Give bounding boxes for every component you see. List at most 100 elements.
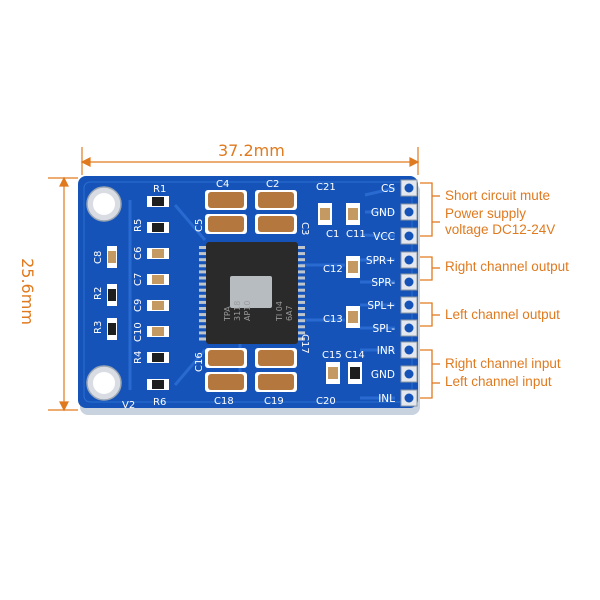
chip-pin — [199, 252, 207, 256]
pin-spl-minus-label: SPL- — [373, 323, 396, 335]
chip-pin — [297, 264, 305, 268]
silk-c12: C12 — [323, 264, 343, 275]
silk-c9: C9 — [133, 299, 144, 312]
pin-header — [400, 179, 418, 407]
chip-pin — [297, 337, 305, 341]
height-dimension-line — [48, 176, 78, 412]
right-channel-input-annotation: Right channel input — [445, 356, 561, 371]
chip-pin — [199, 270, 207, 274]
chip-pin — [297, 294, 305, 298]
left-channel-input-annotation: Left channel input — [445, 374, 552, 389]
silk-c2: C2 — [266, 179, 279, 190]
pin-gnd-2-hole — [404, 369, 414, 379]
annotation-brackets — [420, 182, 440, 399]
chip-pin — [199, 276, 207, 280]
pin-inl-label: INL — [378, 393, 395, 405]
chip-pin — [199, 313, 207, 317]
silk-c14: C14 — [345, 350, 365, 361]
pin-spr-minus-label: SPR- — [371, 277, 395, 289]
short-circuit-mute-annotation: Short circuit mute — [445, 188, 551, 203]
width-dimension-label: 37.2mm — [218, 141, 285, 160]
silk-c7: C7 — [133, 273, 144, 286]
chip-pin — [297, 288, 305, 292]
pin-gnd-hole — [404, 207, 414, 217]
silk-c16: C16 — [194, 352, 205, 372]
pin-cs-label: CS — [381, 183, 395, 195]
chip-marking-5: 6A7 — [285, 305, 294, 321]
chip-marking-4: TI 04 — [275, 301, 284, 322]
silk-c8: C8 — [93, 251, 104, 264]
pin-spl-minus-hole — [404, 323, 414, 333]
chip-pin — [199, 246, 207, 249]
power-supply-annotation: Power supply — [445, 206, 527, 221]
chip-pin — [199, 325, 207, 329]
mounting-hole-bottom-left — [86, 365, 122, 401]
amplifier-chip: TPA 3118 AP10 TI 04 6A7 — [199, 242, 305, 344]
chip-pin — [199, 307, 207, 310]
silk-c5: C5 — [194, 219, 205, 232]
chip-pin — [297, 300, 305, 304]
chip-pin — [297, 282, 305, 286]
silk-r6: R6 — [153, 397, 166, 408]
chip-pin — [199, 282, 207, 286]
silk-c1: C1 — [326, 229, 339, 240]
silk-c17: C17 — [299, 334, 310, 354]
silk-r1: R1 — [153, 184, 166, 195]
pin-gnd-2-label: GND — [371, 369, 395, 381]
silk-r5: R5 — [133, 219, 144, 232]
chip-pin — [297, 276, 305, 280]
pin-vcc-label: VCC — [373, 231, 395, 243]
chip-pin — [297, 325, 305, 329]
chip-pin — [297, 307, 305, 310]
silk-c11: C11 — [346, 229, 366, 240]
chip-pin — [199, 288, 207, 292]
chip-pin — [297, 270, 305, 274]
smd-components-left — [107, 196, 169, 390]
chip-pin — [199, 319, 207, 323]
chip-pin — [199, 337, 207, 341]
silk-r3: R3 — [93, 321, 104, 334]
silk-r2: R2 — [93, 287, 104, 300]
pin-spr-plus-label: SPR+ — [366, 255, 395, 267]
silk-c20: C20 — [316, 396, 336, 407]
power-supply-voltage-annotation: voltage DC12-24V — [445, 222, 556, 237]
silk-r4: R4 — [133, 351, 144, 364]
pin-vcc-hole — [404, 231, 414, 241]
chip-marking-3: AP10 — [243, 301, 252, 321]
pin-spl-plus-label: SPL+ — [367, 300, 395, 312]
pin-inl-hole — [404, 393, 414, 403]
silk-c13: C13 — [323, 314, 343, 325]
mounting-hole-top-left — [86, 186, 122, 222]
silk-v2: V2 — [122, 400, 135, 411]
chip-pin — [199, 300, 207, 304]
silk-c3: C3 — [299, 222, 310, 235]
pin-gnd-label: GND — [371, 207, 395, 219]
pin-spl-plus-hole — [404, 300, 414, 310]
pin-inr-label: INR — [377, 345, 395, 357]
chip-pin — [297, 319, 305, 323]
chip-pin — [199, 258, 207, 262]
chip-marking-2: 3118 — [233, 301, 242, 321]
chip-pin — [199, 331, 207, 335]
silk-c6: C6 — [133, 247, 144, 260]
silk-c19: C19 — [264, 396, 284, 407]
chip-pin — [297, 258, 305, 262]
chip-pin — [199, 264, 207, 268]
silkscreen-labels: R1 C4 C2 C21 C1 C11 C12 C13 C15 C14 R6 V… — [93, 179, 366, 411]
chip-pin — [297, 313, 305, 317]
chip-pin — [199, 294, 207, 298]
pin-spr-minus-hole — [404, 277, 414, 287]
chip-pin — [297, 246, 305, 249]
pin-inr-hole — [404, 345, 414, 355]
pin-cs-hole — [404, 183, 414, 193]
silk-c4: C4 — [216, 179, 229, 190]
chip-pin — [297, 252, 305, 256]
silk-c10: C10 — [133, 322, 144, 342]
chip-marking-1: TPA — [223, 306, 232, 322]
silk-c18: C18 — [214, 396, 234, 407]
width-dimension-line — [80, 147, 420, 175]
silk-c15: C15 — [322, 350, 342, 361]
chip-pin — [297, 331, 305, 335]
pin-spr-plus-hole — [404, 255, 414, 265]
